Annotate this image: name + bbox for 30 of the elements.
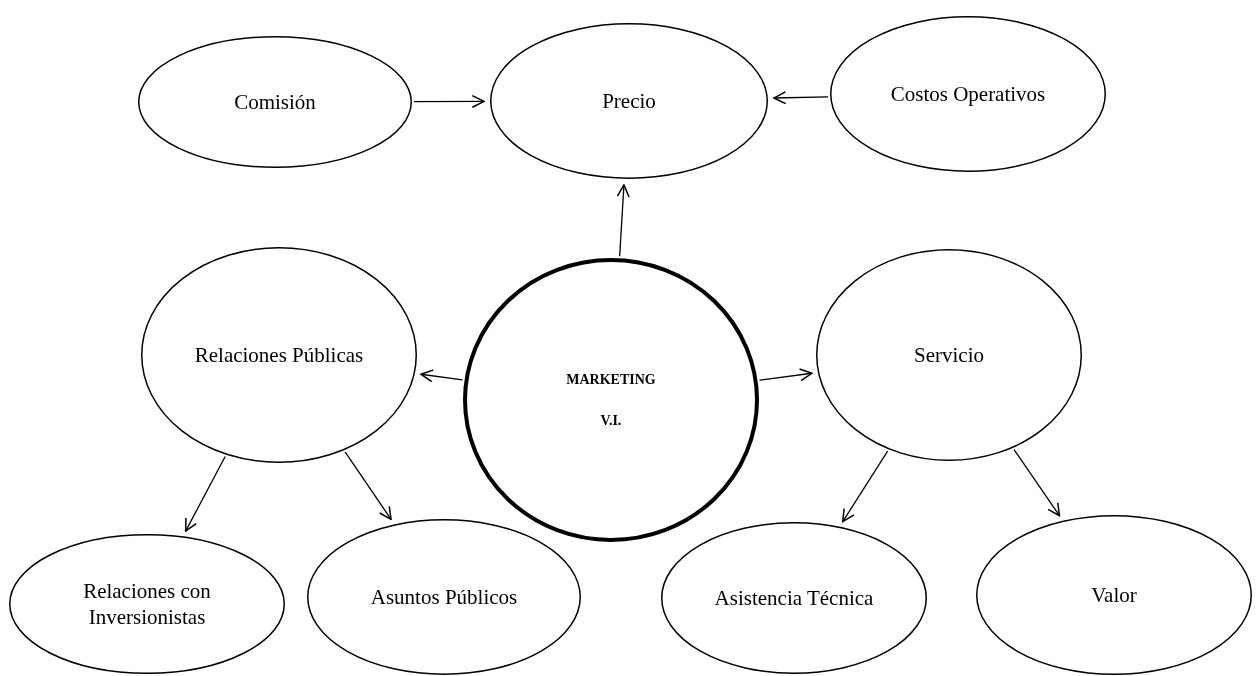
concept-label: Servicio [914,341,984,369]
arrow [184,455,226,532]
concept-label: Costos Operativos [890,80,1046,108]
concept-ellipse [816,249,1082,461]
arrow [420,369,464,383]
arrow [758,368,813,382]
concept-label: Asuntos Públicos [370,583,518,611]
concept-ellipse [307,519,581,675]
concept-ellipse [976,515,1252,675]
concept-ellipse [9,534,285,674]
concept-label: Valor [1091,581,1137,609]
concept-label: Relaciones con Inversionistas [82,577,212,631]
concept-ellipse [141,247,417,463]
concept-ellipse [463,258,759,542]
concept-label: Comisión [234,88,316,116]
concept-label: MARKETING [566,370,656,388]
concept-label: Relaciones Públicas [194,341,364,369]
arrow [616,184,630,257]
arrow [842,450,889,523]
concept-label: V.I. [600,412,622,430]
arrow [413,94,485,109]
arrow [1013,448,1061,517]
arrow [773,91,829,105]
concept-ellipse [490,23,768,179]
concept-label: Precio [602,87,656,115]
concept-ellipse [830,16,1106,172]
concept-ellipse [661,522,927,674]
concept-label: Asistencia Técnica [714,584,874,612]
arrow [344,451,392,521]
concept-ellipse [138,36,412,168]
